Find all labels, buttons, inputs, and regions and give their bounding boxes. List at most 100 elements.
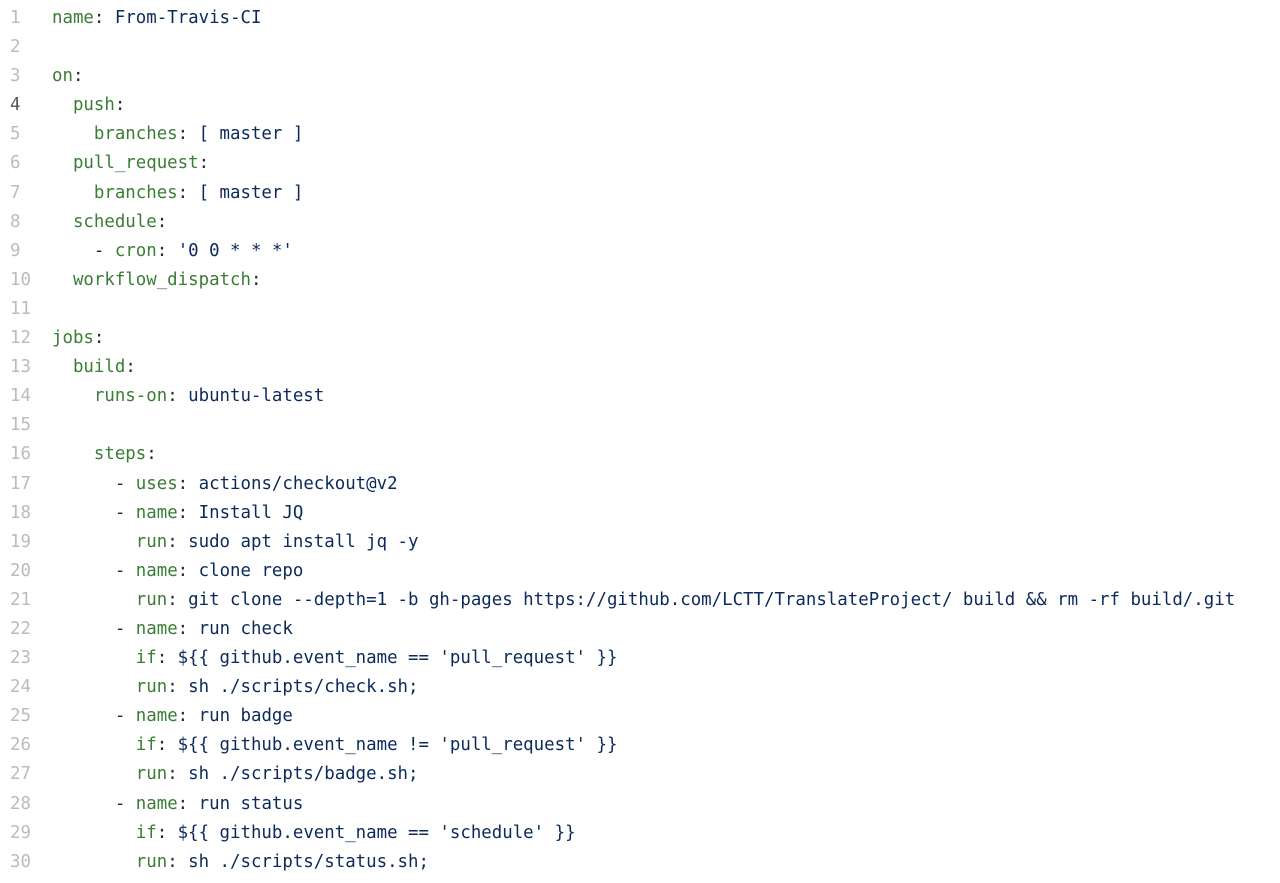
- code-line[interactable]: 20 - name: clone repo: [0, 557, 1280, 586]
- yaml-value: run status: [188, 793, 304, 814]
- line-number: 14: [10, 386, 31, 407]
- line-number: 2: [10, 37, 21, 58]
- code-line[interactable]: 27 run: sh ./scripts/badge.sh;: [0, 760, 1280, 789]
- line-number: 10: [10, 269, 31, 290]
- code-line[interactable]: 16 steps:: [0, 440, 1280, 469]
- code-line[interactable]: 5 branches: [ master ]: [0, 120, 1280, 149]
- line-number: 27: [10, 764, 31, 785]
- code-line[interactable]: 17 - uses: actions/checkout@v2: [0, 470, 1280, 499]
- code-line[interactable]: 13 build:: [0, 353, 1280, 382]
- colon: :: [167, 764, 178, 785]
- line-text: build:: [52, 353, 136, 382]
- line-text: run: git clone --depth=1 -b gh-pages htt…: [52, 586, 1235, 615]
- indent: [52, 532, 136, 552]
- line-text: run: sh ./scripts/status.sh;: [52, 848, 429, 877]
- line-text: - cron: '0 0 * * *': [52, 237, 293, 266]
- code-line[interactable]: 9 - cron: '0 0 * * *': [0, 237, 1280, 266]
- yaml-value: ${{ github.event_name == 'pull_request' …: [167, 648, 618, 669]
- indent: [52, 183, 94, 203]
- code-line[interactable]: 8 schedule:: [0, 208, 1280, 237]
- line-text: - name: run status: [52, 790, 304, 819]
- yaml-value: clone repo: [188, 560, 304, 581]
- line-number: 18: [10, 502, 31, 523]
- code-line[interactable]: 6 pull_request:: [0, 149, 1280, 178]
- yaml-value: '0 0 * * *': [167, 240, 293, 261]
- colon: :: [177, 124, 189, 145]
- line-text: jobs:: [52, 324, 104, 353]
- colon: :: [114, 95, 126, 116]
- line-number: 12: [10, 328, 31, 349]
- yaml-key: run: [135, 851, 168, 872]
- indent: [52, 153, 73, 173]
- code-line[interactable]: 15: [0, 411, 1280, 440]
- line-text: branches: [ master ]: [52, 120, 303, 149]
- code-line[interactable]: 25 - name: run badge: [0, 702, 1280, 731]
- yaml-value: sudo apt install jq -y: [177, 531, 419, 552]
- yaml-key: branches: [93, 182, 178, 203]
- code-line[interactable]: 7 branches: [ master ]: [0, 179, 1280, 208]
- yaml-key: schedule: [72, 211, 157, 232]
- line-text: branches: [ master ]: [52, 179, 303, 208]
- list-dash: -: [114, 793, 136, 814]
- line-number: 6: [10, 153, 21, 174]
- code-line[interactable]: 2: [0, 33, 1280, 62]
- line-number: 7: [10, 182, 21, 203]
- indent: [52, 444, 94, 464]
- yaml-key: run: [135, 589, 168, 610]
- yaml-key: run: [135, 677, 168, 698]
- line-number: 24: [10, 677, 31, 698]
- code-line[interactable]: 14 runs-on: ubuntu-latest: [0, 382, 1280, 411]
- indent: [52, 241, 94, 261]
- indent: [52, 764, 136, 784]
- yaml-key: pull_request: [72, 153, 199, 174]
- yaml-value: From-Travis-CI: [104, 8, 262, 28]
- line-text: steps:: [52, 440, 157, 469]
- code-line[interactable]: 18 - name: Install JQ: [0, 499, 1280, 528]
- colon: :: [156, 240, 168, 261]
- colon: :: [177, 706, 189, 727]
- code-line[interactable]: 11: [0, 295, 1280, 324]
- code-line[interactable]: 12 jobs:: [0, 324, 1280, 353]
- line-text: if: ${{ github.event_name == 'schedule' …: [52, 819, 576, 848]
- colon: :: [167, 677, 178, 698]
- line-text: - name: run badge: [52, 702, 293, 731]
- line-text: - name: Install JQ: [52, 499, 304, 528]
- code-line[interactable]: 21 run: git clone --depth=1 -b gh-pages …: [0, 586, 1280, 615]
- yaml-key: uses: [135, 473, 178, 494]
- yaml-key: name: [135, 618, 178, 639]
- yaml-value: git clone --depth=1 -b gh-pages https://…: [177, 589, 1236, 610]
- indent: [52, 357, 73, 377]
- yaml-key: cron: [114, 240, 157, 261]
- code-line[interactable]: 22 - name: run check: [0, 615, 1280, 644]
- yaml-key: name: [135, 793, 178, 814]
- code-line[interactable]: 23 if: ${{ github.event_name == 'pull_re…: [0, 644, 1280, 673]
- code-line[interactable]: 30 run: sh ./scripts/status.sh;: [0, 848, 1280, 877]
- yaml-value: ${{ github.event_name != 'pull_request' …: [167, 735, 618, 756]
- colon: :: [198, 153, 210, 174]
- colon: :: [177, 182, 189, 203]
- colon: :: [156, 822, 168, 843]
- colon: :: [72, 66, 84, 87]
- line-text: run: sh ./scripts/check.sh;: [52, 673, 419, 702]
- yaml-key: name: [135, 560, 178, 581]
- line-number: 21: [10, 589, 31, 610]
- code-line[interactable]: 24 run: sh ./scripts/check.sh;: [0, 673, 1280, 702]
- yaml-key: branches: [93, 124, 178, 145]
- line-number: 17: [10, 473, 31, 494]
- indent: [52, 124, 94, 144]
- code-line[interactable]: 19 run: sudo apt install jq -y: [0, 528, 1280, 557]
- yaml-value: sh ./scripts/badge.sh;: [177, 764, 419, 785]
- yaml-value: sh ./scripts/status.sh;: [177, 851, 429, 872]
- code-line[interactable]: 10 workflow_dispatch:: [0, 266, 1280, 295]
- colon: :: [93, 328, 105, 349]
- code-line[interactable]: 29 if: ${{ github.event_name == 'schedul…: [0, 819, 1280, 848]
- code-line[interactable]: 26 if: ${{ github.event_name != 'pull_re…: [0, 731, 1280, 760]
- colon: :: [177, 473, 189, 494]
- code-line[interactable]: 4 push:: [0, 91, 1280, 120]
- indent: [52, 95, 73, 115]
- list-dash: -: [114, 473, 136, 494]
- code-line[interactable]: 28 - name: run status: [0, 790, 1280, 819]
